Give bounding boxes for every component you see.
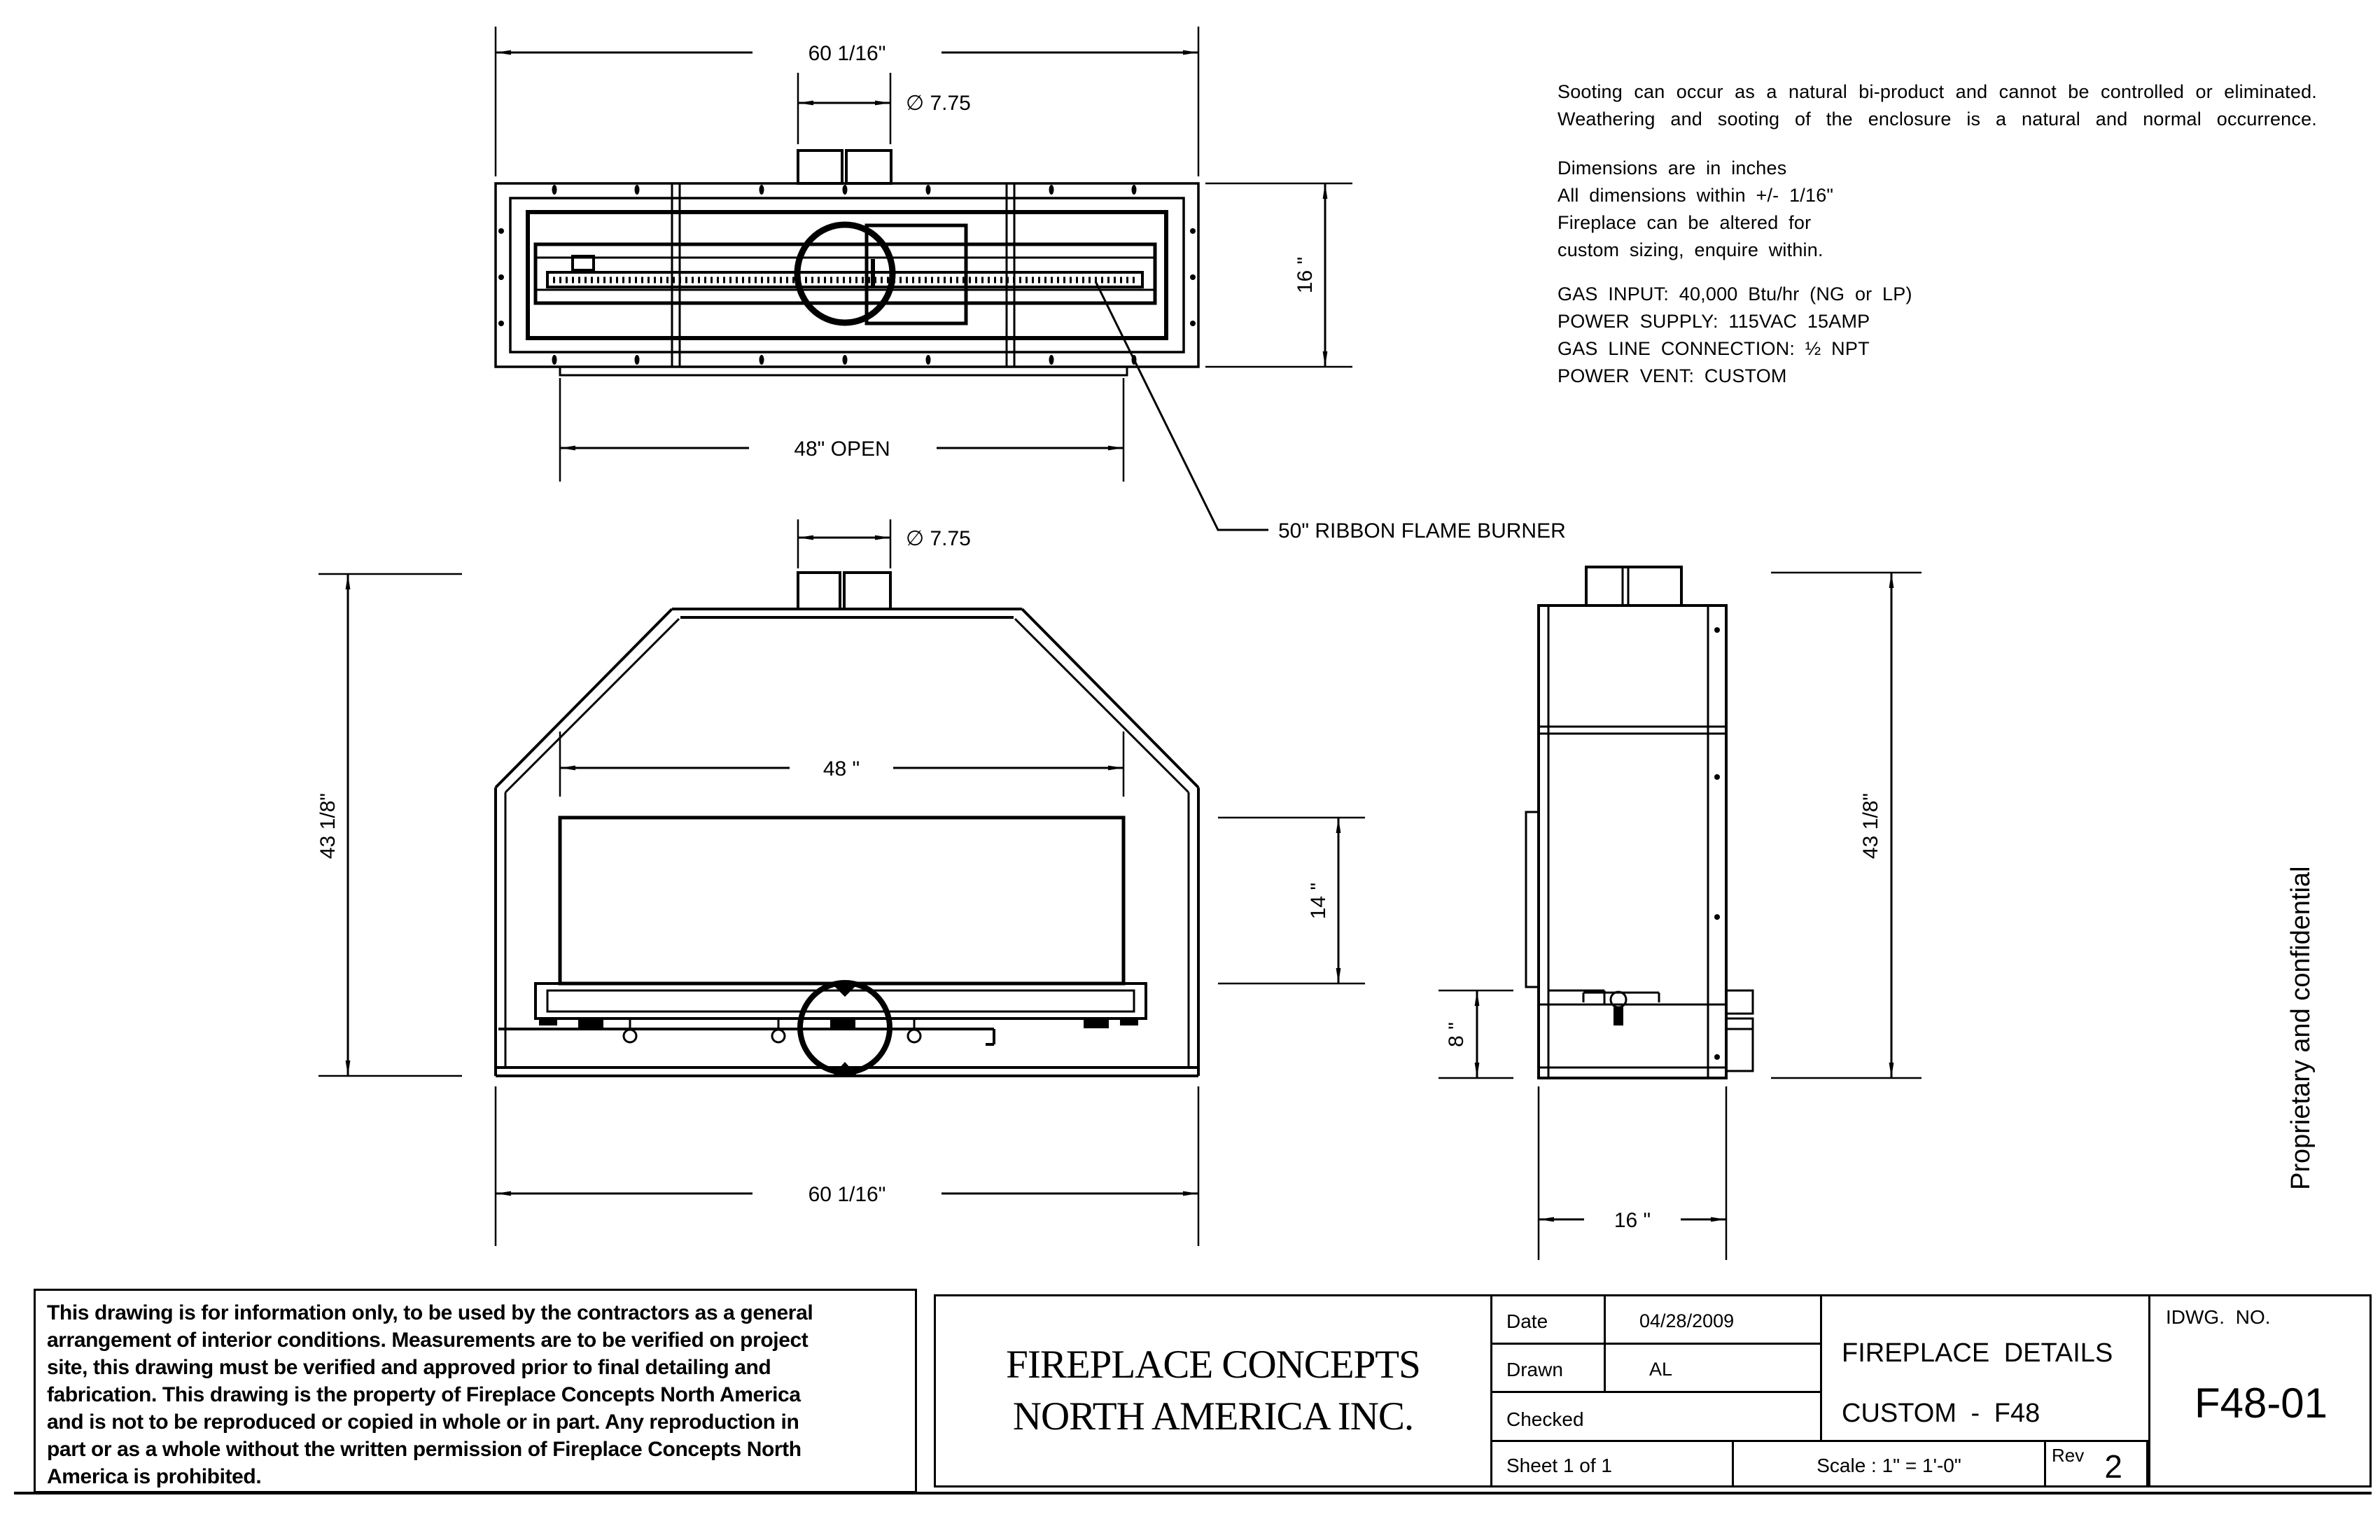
note-dim-4: custom sizing, enquire within. <box>1558 239 1823 260</box>
general-notes: Sooting can occur as a natural bi-produc… <box>1558 78 2317 390</box>
side-view-screws <box>1614 627 1720 1060</box>
disclaimer-line: part or as a whole without the written p… <box>47 1438 802 1461</box>
dim-front-open-width: 48 " <box>823 757 860 780</box>
company-name-line1: FIREPLACE CONCEPTS <box>1006 1343 1421 1387</box>
drawing-title-line2: CUSTOM - F48 <box>1842 1399 2040 1428</box>
company-name-line2: NORTH AMERICA INC. <box>1012 1394 1414 1438</box>
front-view-fills <box>539 983 1138 1076</box>
side-view <box>1438 566 1921 1260</box>
note-dim-1: Dimensions are in inches <box>1558 158 1787 178</box>
drawn-label-cell: Drawn <box>1492 1345 1606 1393</box>
proprietary-label: Proprietary and confidential <box>2286 866 2316 1190</box>
front-view <box>318 519 1365 1246</box>
flue-plan <box>797 149 892 185</box>
scale-label: Scale : 1" = 1'-0" <box>1816 1455 1961 1476</box>
date-label-cell: Date <box>1492 1296 1606 1345</box>
rev-cell: Rev 2 <box>2046 1442 2148 1485</box>
flue-front <box>797 571 892 610</box>
rev-value: 2 <box>2104 1448 2122 1485</box>
drawn-value: AL <box>1649 1359 1673 1380</box>
date-value-cell: 04/28/2009 <box>1606 1296 1820 1345</box>
note-sooting-2: Weathering and sooting of the enclosure … <box>1558 108 2317 130</box>
disclaimer-line: fabrication. This drawing is the propert… <box>47 1383 801 1406</box>
disclaimer-line: arrangement of interior conditions. Meas… <box>47 1329 808 1352</box>
disclaimer-line: America is prohibited. <box>47 1465 262 1488</box>
dim-top-open: 48" OPEN <box>794 438 890 461</box>
date-value: 04/28/2009 <box>1639 1310 1735 1331</box>
dwg-number: F48-01 <box>2194 1380 2328 1427</box>
disclaimer-line: site, this drawing must be verified and … <box>47 1356 771 1379</box>
dim-top-depth: 16 " <box>1294 257 1317 293</box>
spec-power-supply: POWER SUPPLY: 115VAC 15AMP <box>1558 311 1870 332</box>
note-dim-3: Fireplace can be altered for <box>1558 212 1812 233</box>
disclaimer-line: This drawing is for information only, to… <box>47 1301 813 1324</box>
dim-side-depth: 16 " <box>1614 1209 1651 1232</box>
access-door-side <box>1525 811 1540 988</box>
disclaimer-line: and is not to be reproduced or copied in… <box>47 1410 799 1434</box>
firebox-opening <box>558 816 1126 986</box>
spec-power-vent: POWER VENT: CUSTOM <box>1558 365 1787 386</box>
dim-front-height: 43 1/8" <box>316 793 340 859</box>
note-sooting-1: Sooting can occur as a natural bi-produc… <box>1558 81 2317 102</box>
burner-assembly-plan <box>533 221 1157 326</box>
scale-cell: Scale : 1" = 1'-0" <box>1734 1442 2046 1485</box>
dim-side-height: 43 1/8" <box>1859 793 1882 859</box>
top-view-screws <box>498 185 1196 365</box>
burner-callout: 50" RIBBON FLAME BURNER <box>1278 519 1566 542</box>
drawing-title-line1: FIREPLACE DETAILS <box>1842 1338 2113 1368</box>
dim-top-width: 60 1/16" <box>808 42 886 65</box>
date-label: Date <box>1506 1310 1548 1332</box>
spec-gas-line: GAS LINE CONNECTION: ½ NPT <box>1558 338 1870 359</box>
checked-label: Checked <box>1506 1408 1584 1430</box>
dim-front-open-height: 14 " <box>1307 883 1330 919</box>
spec-gas-input: GAS INPUT: 40,000 Btu/hr (NG or LP) <box>1558 284 1912 304</box>
drawn-label: Drawn <box>1506 1359 1563 1380</box>
sheet-cell: Sheet 1 of 1 <box>1492 1442 1734 1485</box>
drawing-title-cell: FIREPLACE DETAILS CUSTOM - F48 <box>1820 1296 2148 1442</box>
dim-front-flue-dia: ∅ 7.75 <box>906 527 971 550</box>
rev-label: Rev <box>2052 1445 2085 1466</box>
dim-side-base-height: 8 " <box>1445 1022 1468 1047</box>
drawn-value-cell: AL <box>1606 1345 1820 1393</box>
disclaimer-box: This drawing is for information only, to… <box>34 1289 917 1493</box>
sheet-label: Sheet 1 of 1 <box>1506 1455 1613 1476</box>
burner-tray-front <box>498 982 1147 1046</box>
title-block: FIREPLACE CONCEPTS NORTH AMERICA INC. Da… <box>934 1294 2372 1488</box>
note-dim-2: All dimensions within +/- 1/16" <box>1558 185 1834 206</box>
flue-side <box>1585 566 1683 607</box>
top-view <box>494 27 1352 531</box>
dim-top-flue-dia: ∅ 7.75 <box>906 92 971 115</box>
company-cell: FIREPLACE CONCEPTS NORTH AMERICA INC. <box>936 1296 1492 1485</box>
dwg-no-cell: IDWG. NO. F48-01 <box>2148 1296 2372 1485</box>
dwg-no-label: IDWG. NO. <box>2166 1306 2271 1328</box>
checked-cell: Checked <box>1492 1393 1820 1442</box>
vent-outlet-side <box>1725 989 1754 1072</box>
dim-front-width: 60 1/16" <box>808 1183 886 1206</box>
